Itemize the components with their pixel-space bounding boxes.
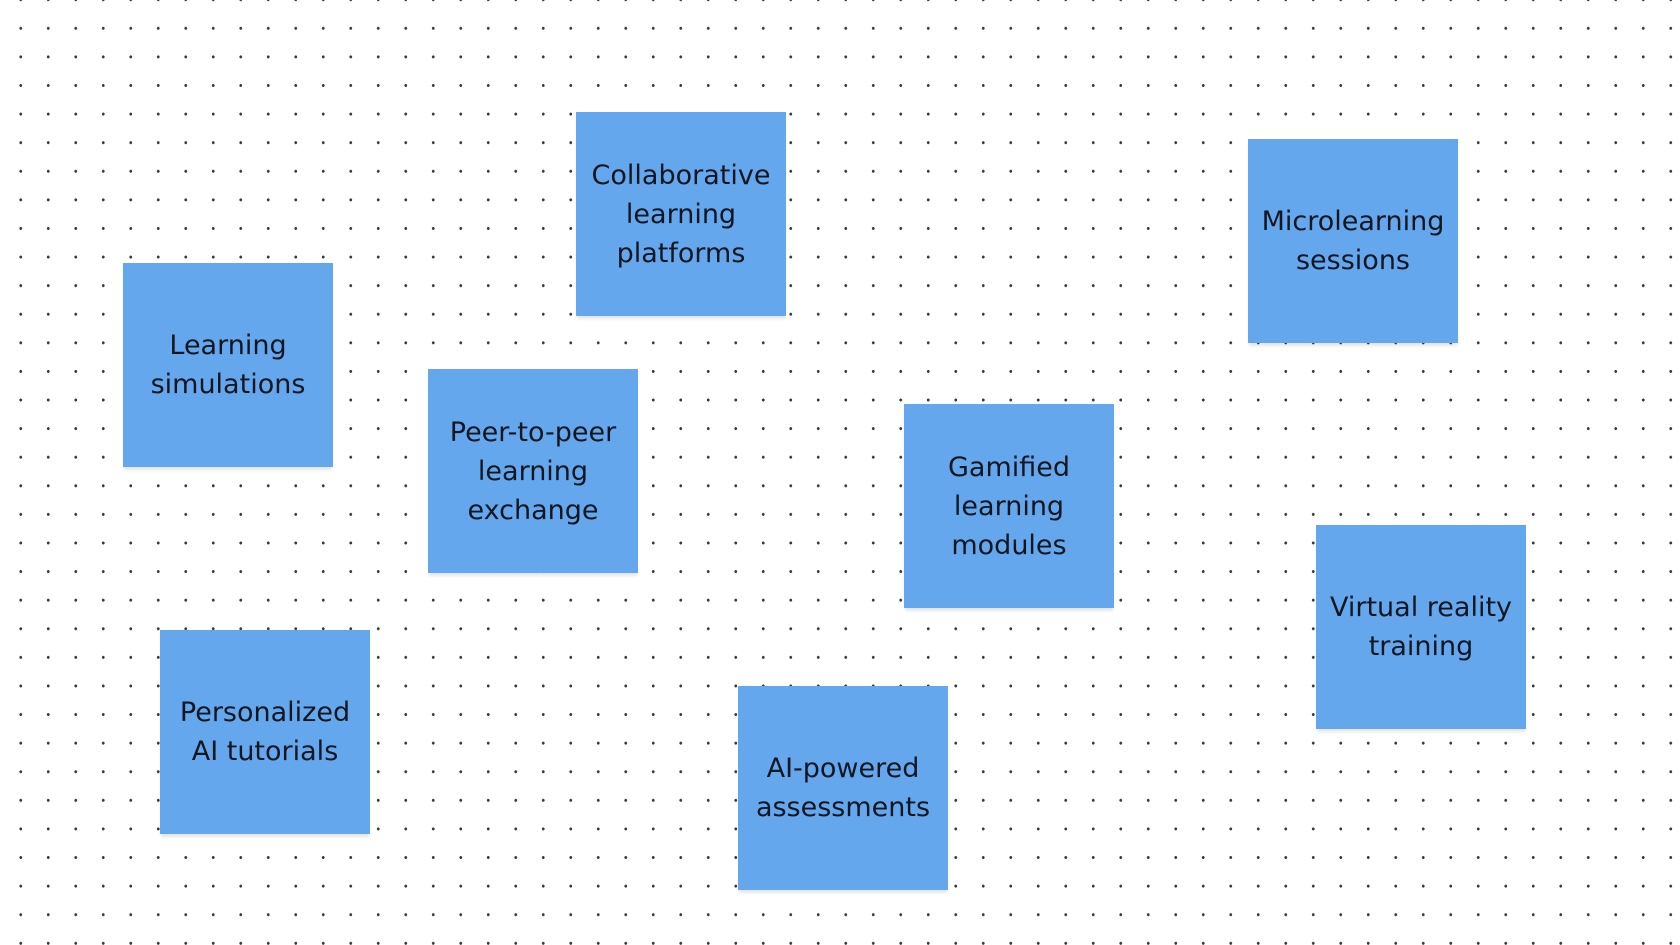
sticky-note-text: AI-powered assessments: [755, 753, 931, 823]
sticky-note-text: Personalized AI tutorials: [179, 697, 351, 767]
sticky-note[interactable]: Collaborative learning platforms: [576, 112, 786, 316]
sticky-note[interactable]: Peer-to-peer learning exchange: [428, 369, 638, 573]
sticky-note[interactable]: Gamified learning modules: [904, 404, 1114, 608]
sticky-note[interactable]: Learning simulations: [123, 263, 333, 467]
sticky-note[interactable]: Virtual reality training: [1316, 525, 1526, 729]
sticky-note[interactable]: Microlearning sessions: [1248, 139, 1458, 343]
sticky-note-text: Gamified learning modules: [947, 451, 1071, 561]
sticky-note-text: Collaborative learning platforms: [591, 159, 771, 269]
sticky-note-text: Microlearning sessions: [1261, 206, 1445, 276]
sticky-note-text: Learning simulations: [150, 330, 306, 400]
sticky-note-text: Virtual reality training: [1329, 592, 1513, 662]
sticky-note-text: Peer-to-peer learning exchange: [449, 416, 617, 526]
sticky-note[interactable]: AI-powered assessments: [738, 686, 948, 890]
sticky-note[interactable]: Personalized AI tutorials: [160, 630, 370, 834]
